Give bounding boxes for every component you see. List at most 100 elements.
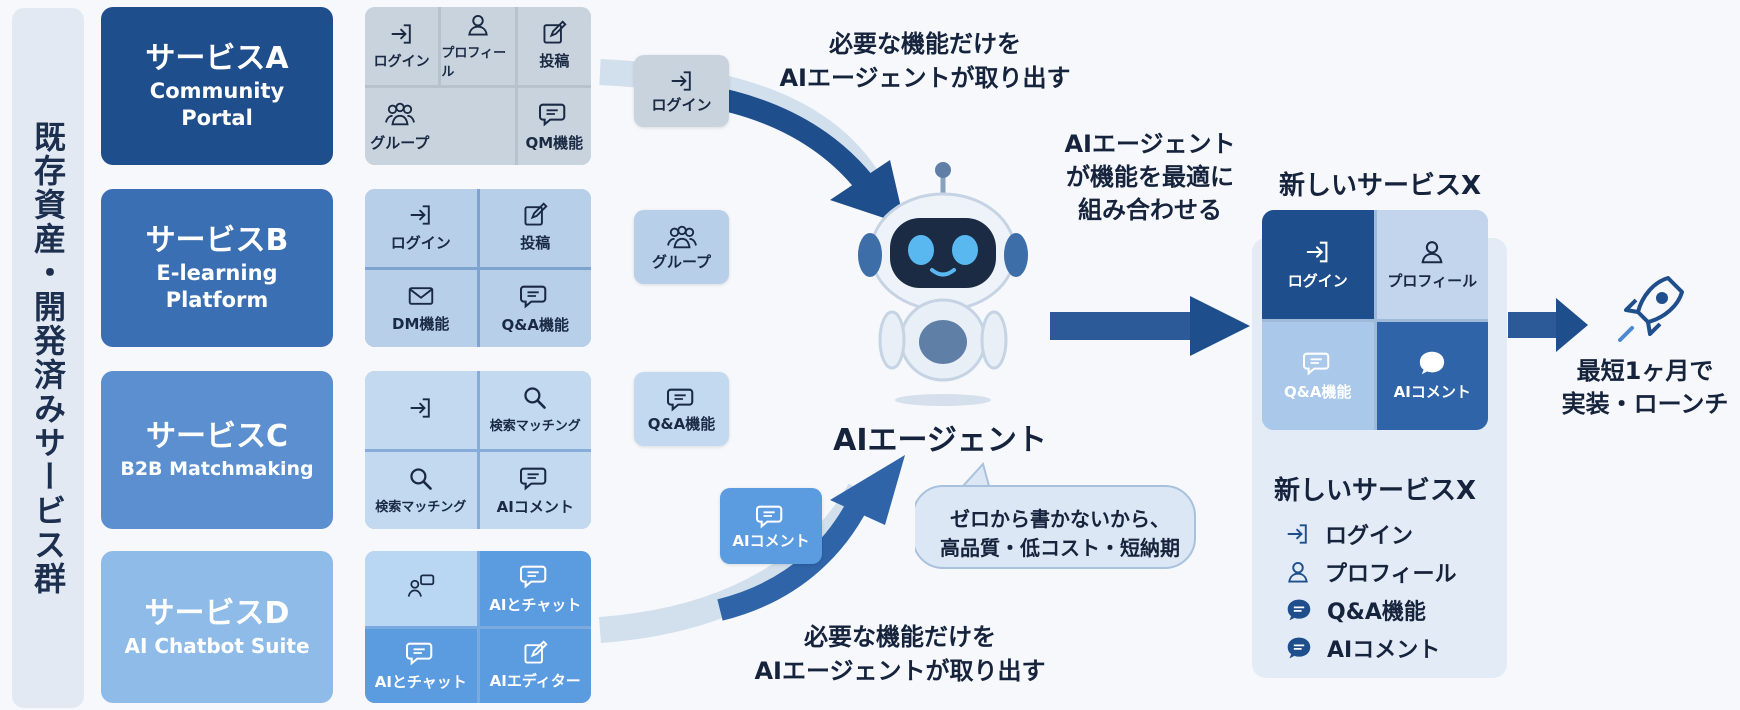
- piece-label: Q&A機能: [1284, 383, 1352, 402]
- piece-label: AIコメント: [496, 497, 574, 516]
- service-d-sub1: AI Chatbot Suite: [124, 633, 310, 658]
- caption-bottom-line2: AIエージェントが取り出す: [754, 657, 1046, 685]
- piece-label: グループ: [370, 133, 430, 152]
- caption-bottom-line1: 必要な機能だけを: [804, 623, 996, 651]
- service-c-card: サービスC B2B Matchmaking: [101, 371, 333, 529]
- bubble-line2: 高品質・低コスト・短納期: [940, 536, 1180, 560]
- speech-bubble: [915, 461, 1196, 569]
- arrow-head: [1190, 296, 1250, 356]
- service-b-sub1: E-learning: [156, 261, 278, 285]
- piece-label: 検索マッチング: [489, 419, 581, 435]
- new-service-title: 新しいサービスX: [1278, 171, 1482, 201]
- service-b-sub2: Platform: [165, 288, 269, 312]
- puzzle-piece: [365, 551, 477, 626]
- piece-label: 投稿: [520, 234, 551, 253]
- puzzle-piece: グループ: [365, 87, 515, 165]
- chat-icon: [1303, 349, 1333, 377]
- puzzle-piece: ログイン: [365, 7, 439, 85]
- service-b-pieces: ログイン 投稿 DM機能 Q&A機能: [365, 189, 591, 347]
- service-d-name: サービスD: [144, 595, 290, 631]
- new-list-title: 新しいサービスX: [1273, 476, 1477, 506]
- piece-label: 投稿: [539, 52, 570, 71]
- caption-top-line1: 必要な機能だけを: [829, 30, 1021, 58]
- extracted-piece-login: ログイン: [634, 55, 729, 127]
- piece-label: AIエディター: [489, 672, 581, 691]
- puzzle-piece: AIコメント: [479, 451, 591, 529]
- chat-icon: [756, 502, 786, 530]
- piece-label: AIコメント: [1393, 383, 1471, 402]
- login-icon: [669, 68, 695, 94]
- service-a-pieces: ログイン プロフィール 投稿 グループ QM機能: [365, 7, 591, 165]
- extracted-piece-ai-comment: AIコメント: [720, 488, 822, 564]
- extracted-piece-group: グループ: [634, 210, 729, 284]
- bubble-text: ゼロから書かないから、 高品質・低コスト・短納期: [925, 505, 1195, 563]
- new-service-pieces: ログイン プロフィール Q&A機能 AIコメント: [1262, 210, 1488, 430]
- service-c-pieces: 検索マッチング 検索マッチング AIコメント: [365, 371, 591, 529]
- service-c-sub1: B2B Matchmaking: [120, 457, 314, 480]
- service-a-sub2: Portal: [181, 106, 253, 130]
- piece-label: AIとチャット: [374, 673, 467, 692]
- user-icon: [1285, 559, 1311, 585]
- puzzle-piece: 検索マッチング: [365, 451, 477, 529]
- robot-icon: [858, 162, 1028, 406]
- puzzle-piece: 投稿: [479, 189, 591, 267]
- piece-label: ログイン: [390, 234, 451, 253]
- launch-line2: 実装・ローンチ: [1561, 390, 1729, 418]
- list-item: Q&A機能: [1285, 591, 1495, 629]
- service-a-name: サービスA: [145, 41, 289, 76]
- chat-icon: [1285, 635, 1313, 661]
- extracted-label: Q&A機能: [647, 414, 716, 433]
- puzzle-piece: 投稿: [517, 7, 591, 85]
- puzzle-piece: Q&A機能: [1262, 321, 1374, 430]
- login-icon: [1285, 521, 1311, 547]
- extracted-label: AIコメント: [732, 531, 810, 550]
- service-d-pieces: AIとチャット AIとチャット AIエディター: [365, 551, 591, 703]
- puzzle-piece: プロフィール: [441, 7, 515, 85]
- puzzle-piece: 検索マッチング: [479, 371, 591, 449]
- service-c-name: サービスC: [145, 418, 289, 454]
- chat-icon: [667, 385, 697, 413]
- puzzle-piece: AIとチャット: [365, 628, 477, 703]
- puzzle-piece: DM機能: [365, 269, 477, 347]
- service-a-sub1: Community: [149, 79, 285, 103]
- caption-top: 必要な機能だけを AIエージェントが取り出す: [745, 27, 1105, 95]
- piece-label: QM機能: [525, 133, 584, 152]
- arrow-head: [1556, 298, 1588, 352]
- login-icon: [1304, 238, 1332, 266]
- service-a-card: サービスA Community Portal: [101, 7, 333, 165]
- list-item-label: Q&A機能: [1327, 600, 1426, 625]
- existing-assets-text: 既存資産・開発済みサービス群: [29, 120, 67, 596]
- extracted-piece-qa: Q&A機能: [634, 372, 729, 446]
- puzzle-piece: Q&A機能: [479, 269, 591, 347]
- list-item-label: プロフィール: [1325, 562, 1457, 587]
- extracted-label: ログイン: [651, 95, 712, 114]
- puzzle-piece: AIコメント: [1376, 321, 1488, 430]
- combine-line3: 組み合わせる: [1078, 196, 1222, 224]
- puzzle-piece: AIエディター: [479, 628, 591, 703]
- piece-label: ログイン: [373, 53, 430, 70]
- extracted-label: グループ: [651, 252, 712, 271]
- launch-line1: 最短1ヶ月で: [1576, 357, 1714, 385]
- rocket-icon: [1618, 276, 1684, 342]
- combine-line1: AIエージェント: [1064, 130, 1236, 158]
- group-icon: [665, 223, 699, 251]
- service-b-name: サービスB: [145, 223, 289, 258]
- list-item-label: AIコメント: [1327, 638, 1441, 663]
- service-d-card: サービスD AI Chatbot Suite: [101, 551, 333, 703]
- arrow-head: [830, 455, 905, 525]
- combine-line2: が機能を最適に: [1066, 163, 1234, 191]
- puzzle-piece: QM機能: [517, 87, 591, 165]
- puzzle-piece: ログイン: [1262, 210, 1374, 319]
- puzzle-piece: AIとチャット: [479, 551, 591, 626]
- puzzle-piece: [365, 371, 477, 449]
- arrow-head: [830, 160, 905, 225]
- bubble-line1: ゼロから書かないから、: [950, 507, 1170, 531]
- piece-label: DM機能: [392, 314, 450, 333]
- list-item-label: ログイン: [1325, 524, 1414, 549]
- piece-label: Q&A機能: [501, 315, 569, 334]
- puzzle-piece: プロフィール: [1376, 210, 1488, 319]
- existing-assets-label: 既存資産・開発済みサービス群: [12, 8, 84, 708]
- caption-top-line2: AIエージェントが取り出す: [779, 64, 1071, 92]
- new-service-list: ログイン プロフィール Q&A機能 AIコメント: [1285, 515, 1495, 667]
- caption-bottom: 必要な機能だけを AIエージェントが取り出す: [720, 620, 1080, 688]
